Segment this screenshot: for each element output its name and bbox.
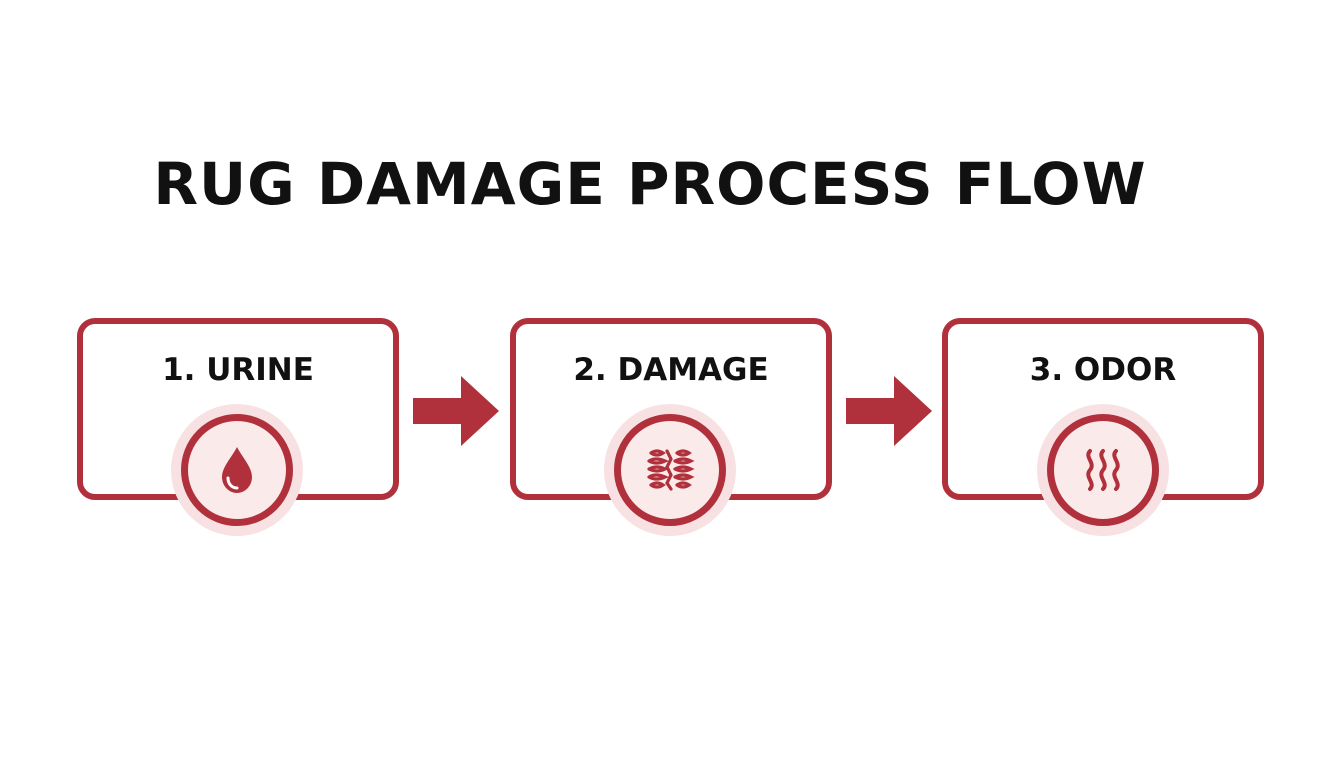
water-drop-icon [222, 447, 252, 493]
flow-arrow-1 [413, 376, 499, 446]
diagram-title: RUG DAMAGE PROCESS FLOW [153, 150, 1147, 218]
step-icon-badge-damage [604, 404, 736, 536]
odor-waves-icon [1086, 449, 1120, 491]
step-label: 2. DAMAGE [573, 352, 769, 388]
flow-arrow-2 [846, 376, 932, 446]
step-icon-badge-odor [1037, 404, 1169, 536]
step-label: 3. ODOR [1029, 352, 1177, 388]
step-icon-badge-urine [171, 404, 303, 536]
damaged-fibers-icon [647, 449, 695, 491]
step-label: 1. URINE [162, 352, 314, 388]
